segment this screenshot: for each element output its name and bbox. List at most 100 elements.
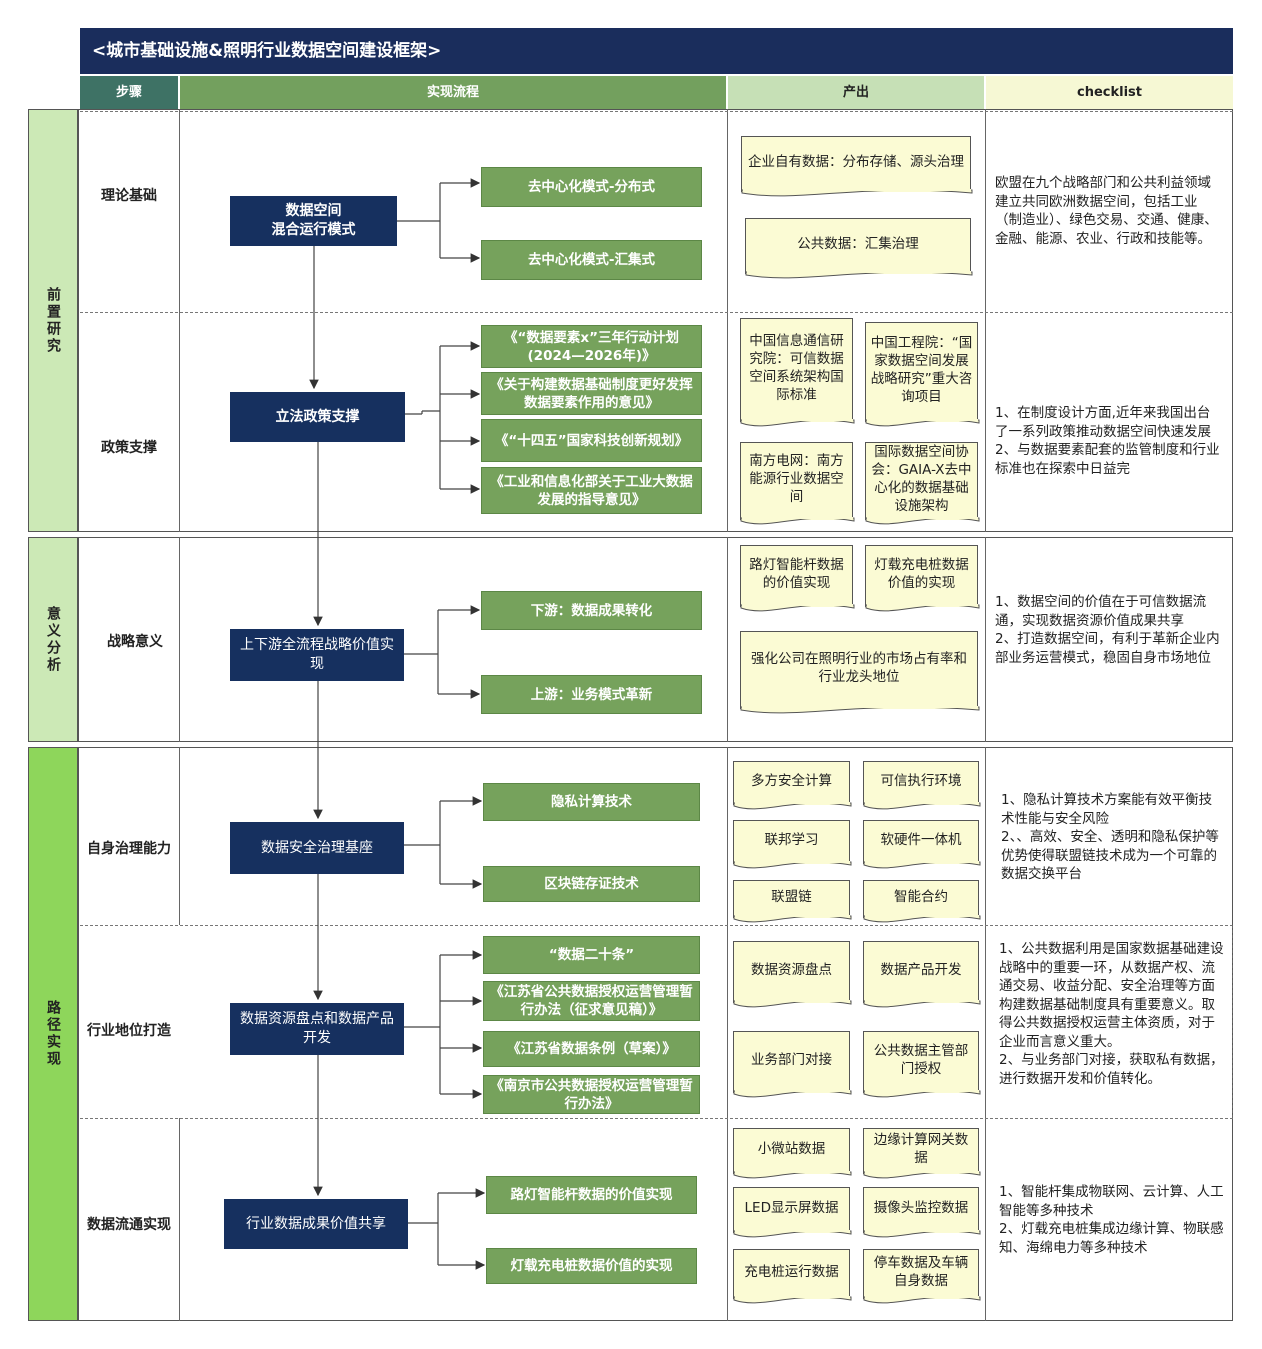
output-doc: 业务部门对接 bbox=[733, 1031, 852, 1098]
output-doc: 停车数据及车辆自身数据 bbox=[863, 1249, 981, 1304]
output-doc: 国际数据空间协会：GAIA-X去中心化的数据基础设施架构 bbox=[865, 442, 980, 525]
output-doc: 企业自有数据：分布存储、源头治理 bbox=[741, 136, 973, 197]
doc-wave bbox=[863, 1230, 981, 1238]
output-text: 小微站数据 bbox=[757, 1140, 826, 1157]
output-doc: 数据资源盘点 bbox=[733, 941, 852, 1008]
output-doc: 联盟链 bbox=[733, 880, 852, 923]
output-doc: 中国工程院：“国家数据空间发展战略研究”重大咨询项目 bbox=[865, 322, 980, 427]
branch-blockchain: 区块链存证技术 bbox=[483, 866, 700, 902]
output-doc: 充电桩运行数据 bbox=[733, 1249, 852, 1304]
output-text: 充电桩运行数据 bbox=[744, 1263, 839, 1280]
output-text: 国际数据空间协会：GAIA-X去中心化的数据基础设施架构 bbox=[871, 443, 972, 514]
output-doc: 摄像头监控数据 bbox=[863, 1187, 981, 1238]
output-text: 中国工程院：“国家数据空间发展战略研究”重大咨询项目 bbox=[870, 334, 973, 405]
output-text: 公共数据主管部门授权 bbox=[873, 1042, 969, 1077]
output-doc: 数据产品开发 bbox=[863, 941, 981, 1008]
branch-aggregated: 去中心化模式-汇集式 bbox=[481, 240, 702, 280]
doc-wave bbox=[733, 1230, 852, 1238]
doc-wave bbox=[865, 419, 980, 427]
doc-wave bbox=[741, 189, 973, 197]
checklist-strategy: 1、数据空间的价值在于可信数据流通，实现数据资源价值成果共享 2、打造数据空间，… bbox=[995, 594, 1220, 666]
step-label-governance: 自身治理能力 bbox=[87, 841, 171, 857]
branch-policy-miit: 《工业和信息化部关于工业大数据发展的指导意见》 bbox=[481, 467, 702, 514]
divider bbox=[179, 747, 180, 925]
stage-path-implementation: 路径实现 bbox=[28, 747, 78, 1321]
output-text: 中国信息通信研究院：可信数据空间系统架构国际标准 bbox=[749, 332, 844, 403]
checklist-industry-position: 1、公共数据利用是国家数据基础建设战略中的重要一环，从数据产权、流通交易、收益分… bbox=[999, 941, 1224, 1087]
checklist-governance: 1、隐私计算技术方案能有效平衡技术性能与安全风险 2、、高效、安全、透明和隐私保… bbox=[1001, 792, 1219, 882]
output-text: 摄像头监控数据 bbox=[873, 1199, 969, 1216]
doc-wave bbox=[733, 1296, 852, 1304]
step-label-industry-position: 行业地位打造 bbox=[87, 1023, 171, 1039]
divider bbox=[179, 537, 180, 742]
output-text: 灯载充电桩数据价值的实现 bbox=[874, 556, 969, 591]
doc-wave bbox=[733, 861, 852, 869]
output-doc: 联邦学习 bbox=[733, 820, 852, 869]
output-doc: 灯载充电桩数据价值的实现 bbox=[865, 545, 980, 612]
doc-wave bbox=[745, 271, 973, 279]
doc-wave bbox=[863, 915, 981, 923]
header-checklist: checklist bbox=[986, 76, 1233, 109]
doc-wave bbox=[740, 517, 855, 525]
row-divider bbox=[80, 925, 1233, 926]
divider bbox=[179, 109, 180, 532]
step-label-data-circulation: 数据流通实现 bbox=[87, 1217, 171, 1233]
branch-policy-14th-plan: 《“十四五”国家科技创新规划》 bbox=[481, 419, 702, 462]
doc-wave bbox=[865, 604, 980, 612]
divider bbox=[727, 109, 728, 532]
divider bbox=[179, 1118, 180, 1321]
output-doc: 智能合约 bbox=[863, 880, 981, 923]
output-text: 路灯智能杆数据的价值实现 bbox=[749, 556, 844, 591]
divider bbox=[985, 747, 986, 1321]
output-text: LED显示屏数据 bbox=[744, 1199, 839, 1216]
output-doc: 公共数据主管部门授权 bbox=[863, 1031, 981, 1098]
section-frame-2 bbox=[78, 537, 1233, 742]
branch-policy-data-basis: 《关于构建数据基础制度更好发挥数据要素作用的意见》 bbox=[481, 372, 702, 415]
doc-wave bbox=[863, 802, 981, 810]
branch-privacy-computing: 隐私计算技术 bbox=[483, 783, 700, 821]
doc-wave bbox=[740, 604, 855, 612]
output-text: 业务部门对接 bbox=[751, 1051, 832, 1068]
divider bbox=[985, 537, 986, 742]
doc-wave bbox=[863, 1171, 981, 1179]
center-box-value-realization: 上下游全流程战略价值实现 bbox=[230, 629, 404, 681]
output-text: 企业自有数据：分布存储、源头治理 bbox=[748, 153, 964, 170]
output-doc: 可信执行环境 bbox=[863, 761, 981, 810]
output-doc: 公共数据：汇集治理 bbox=[745, 218, 973, 279]
branch-charging-pile-value: 灯载充电桩数据价值的实现 bbox=[486, 1248, 697, 1284]
output-doc: 小微站数据 bbox=[733, 1128, 852, 1179]
output-text: 强化公司在照明行业的市场占有率和行业龙头地位 bbox=[751, 650, 967, 685]
output-text: 停车数据及车辆自身数据 bbox=[873, 1254, 969, 1289]
doc-wave bbox=[733, 1090, 852, 1098]
doc-wave bbox=[733, 1000, 852, 1008]
row-divider bbox=[80, 111, 1233, 112]
branch-distributed: 去中心化模式-分布式 bbox=[481, 167, 702, 207]
branch-jiangsu-authorization: 《江苏省公共数据授权运营管理暂行办法（征求意见稿）》 bbox=[483, 981, 700, 1021]
doc-wave bbox=[740, 706, 980, 714]
branch-downstream: 下游：数据成果转化 bbox=[481, 591, 702, 630]
branch-upstream: 上游：业务模式革新 bbox=[481, 675, 702, 714]
divider bbox=[985, 109, 986, 532]
center-box-security-base: 数据安全治理基座 bbox=[230, 822, 404, 874]
output-doc: 南方电网：南方能源行业数据空间 bbox=[740, 442, 855, 525]
branch-data-twenty: “数据二十条” bbox=[483, 936, 700, 974]
row-divider bbox=[80, 1118, 1233, 1119]
step-label-theory: 理论基础 bbox=[101, 188, 157, 204]
output-text: 公共数据：汇集治理 bbox=[797, 235, 919, 252]
branch-smart-pole-value: 路灯智能杆数据的价值实现 bbox=[486, 1176, 697, 1214]
output-text: 联盟链 bbox=[771, 888, 812, 905]
center-box-hybrid-mode: 数据空间 混合运行模式 bbox=[230, 196, 397, 246]
doc-wave bbox=[865, 517, 980, 525]
doc-wave bbox=[863, 861, 981, 869]
header-step: 步骤 bbox=[80, 76, 178, 109]
doc-wave bbox=[733, 802, 852, 810]
checklist-policy: 1、在制度设计方面,近年来我国出台了一系列政策推动数据空间快速发展 2、与数据要… bbox=[995, 405, 1220, 477]
doc-wave bbox=[740, 419, 855, 427]
page-title: <城市基础设施&照明行业数据空间建设框架> bbox=[80, 28, 1233, 74]
divider bbox=[1232, 925, 1233, 1118]
output-doc: 中国信息通信研究院：可信数据空间系统架构国际标准 bbox=[740, 318, 855, 427]
center-box-legislation: 立法政策支撑 bbox=[230, 392, 405, 442]
output-doc: 强化公司在照明行业的市场占有率和行业龙头地位 bbox=[740, 631, 980, 714]
output-doc: 路灯智能杆数据的价值实现 bbox=[740, 545, 855, 612]
output-doc: 边缘计算网关数据 bbox=[863, 1128, 981, 1179]
